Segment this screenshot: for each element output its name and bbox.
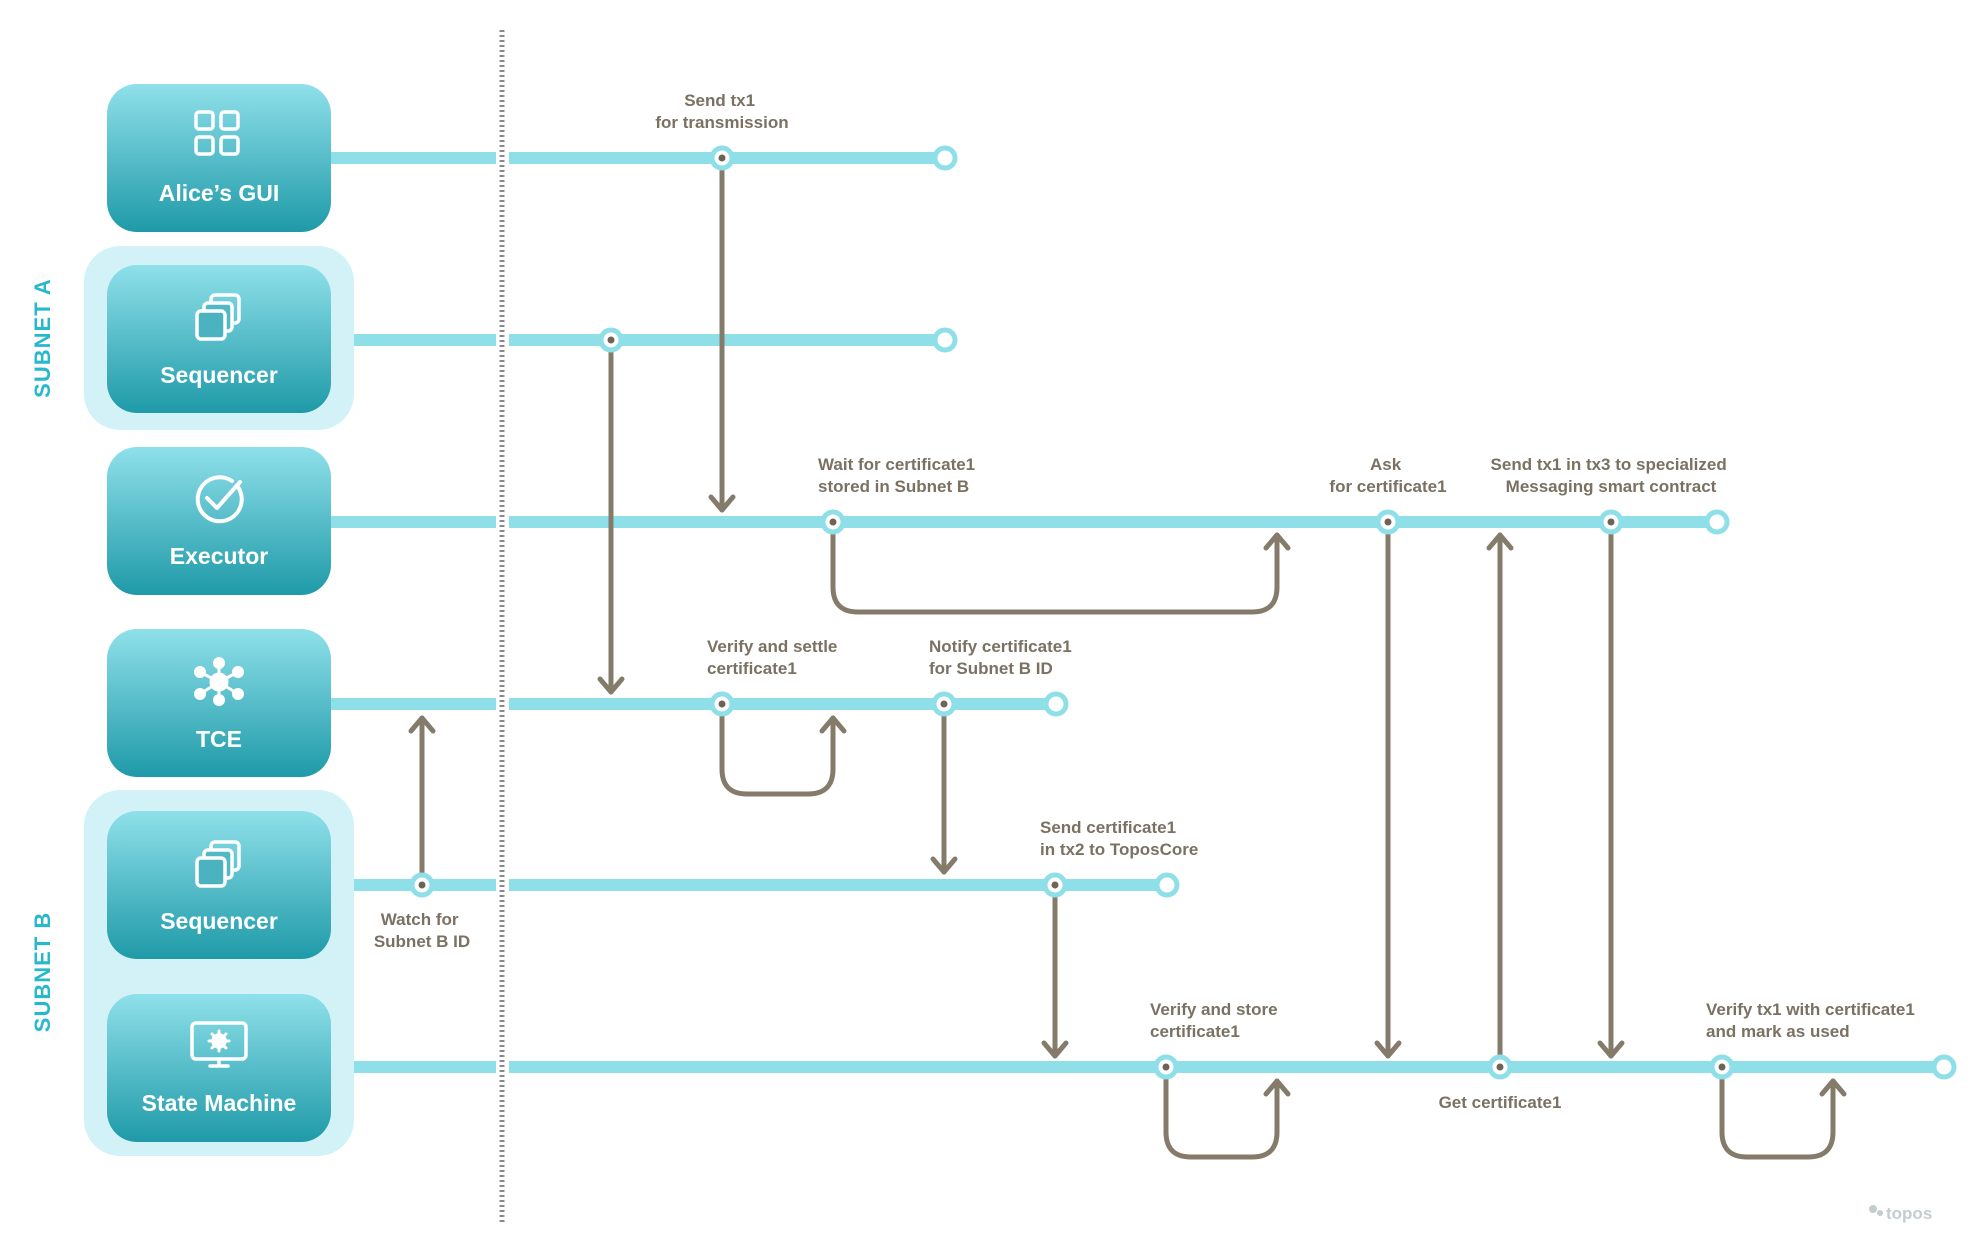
node-send-tx3	[1598, 509, 1624, 535]
node-verify-store	[1153, 1054, 1179, 1080]
network-hub-icon	[194, 657, 244, 706]
label-notify-cert: Notify certificate1 for Subnet B ID	[929, 637, 1076, 678]
node-verify-mark	[1709, 1054, 1735, 1080]
loop-verify-settle	[719, 701, 847, 797]
actor-label: Sequencer	[160, 362, 278, 388]
arrow-sequencer-a-to-tce	[597, 337, 625, 695]
topos-watermark: topos	[1869, 1204, 1932, 1223]
label-send-tx1: Send tx1 for transmission	[655, 91, 788, 132]
topos-logo-icon	[1869, 1205, 1883, 1216]
label-send-cert-tx2: Send certificate1 in tx2 to ToposCore	[1040, 818, 1198, 859]
actor-label: Executor	[170, 543, 268, 569]
divider	[497, 30, 508, 1225]
label-verify-mark: Verify tx1 with certificate1 and mark as…	[1706, 1000, 1920, 1041]
actor-sequencer-b: Sequencer	[107, 811, 331, 959]
arrow-get-cert	[1486, 532, 1514, 1070]
actor-sequencer-a: Sequencer	[107, 265, 331, 413]
node-notify-cert	[931, 691, 957, 717]
label-wait-cert: Wait for certificate1 stored in Subnet B	[818, 455, 980, 496]
lane-end-state-machine	[1931, 1054, 1957, 1080]
loop-wait-cert	[830, 519, 1291, 615]
arrow-ask-cert	[1374, 519, 1402, 1059]
step-nodes	[409, 145, 1735, 1080]
node-ask-cert	[1375, 509, 1401, 535]
loop-verify-store	[1163, 1064, 1291, 1160]
node-verify-settle	[709, 691, 735, 717]
actor-label: State Machine	[142, 1090, 297, 1116]
arrows	[408, 155, 1847, 1160]
actor-alice-gui: Alice’s GUI	[107, 84, 331, 232]
node-watch-subnet	[409, 872, 435, 898]
node-wait-cert	[820, 509, 846, 535]
label-watch-subnet: Watch for Subnet B ID	[374, 910, 470, 951]
step-labels: Send tx1 for transmission Wait for certi…	[374, 91, 1920, 1112]
lane-end-sequencer-a	[932, 327, 958, 353]
arrow-notify-cert	[930, 701, 958, 875]
actor-state-machine: State Machine	[107, 994, 331, 1142]
actor-label: Alice’s GUI	[159, 180, 280, 206]
node-send-cert-tx2	[1042, 872, 1068, 898]
node-get-cert	[1487, 1054, 1513, 1080]
lane-end-alice-gui	[932, 145, 958, 171]
subnet-a-label: SUBNET A	[30, 278, 55, 398]
label-verify-store: Verify and store certificate1	[1150, 1000, 1282, 1041]
lane-end-executor	[1704, 509, 1730, 535]
actor-label: Sequencer	[160, 908, 278, 934]
lane-end-sequencer-b	[1154, 872, 1180, 898]
label-get-cert: Get certificate1	[1439, 1093, 1562, 1112]
arrow-send-tx3	[1597, 519, 1625, 1059]
node-sequencer-a	[598, 327, 624, 353]
loop-verify-mark	[1719, 1064, 1847, 1160]
actor-tce: TCE	[107, 629, 331, 777]
arrow-send-cert-tx2	[1041, 882, 1069, 1059]
lane-end-tce	[1043, 691, 1069, 717]
label-verify-settle: Verify and settle certificate1	[707, 637, 842, 678]
stacked-squares-icon	[195, 293, 241, 341]
label-ask-cert: Ask for certificate1	[1329, 455, 1446, 496]
grid-icon	[194, 110, 240, 156]
actor-label: TCE	[196, 726, 242, 752]
stacked-squares-icon	[195, 840, 241, 888]
actor-executor: Executor	[107, 447, 331, 595]
arrow-send-tx1	[708, 155, 736, 513]
monitor-gear-icon	[190, 1021, 248, 1068]
subnet-b-label: SUBNET B	[30, 912, 55, 1032]
node-send-tx1	[709, 145, 735, 171]
label-send-tx3: Send tx1 in tx3 to specialized Messaging…	[1491, 455, 1732, 496]
watermark-text: topos	[1886, 1204, 1932, 1223]
check-circle-icon	[195, 475, 244, 524]
arrow-watch-subnet	[408, 715, 436, 888]
lane-end-caps	[932, 145, 1957, 1080]
